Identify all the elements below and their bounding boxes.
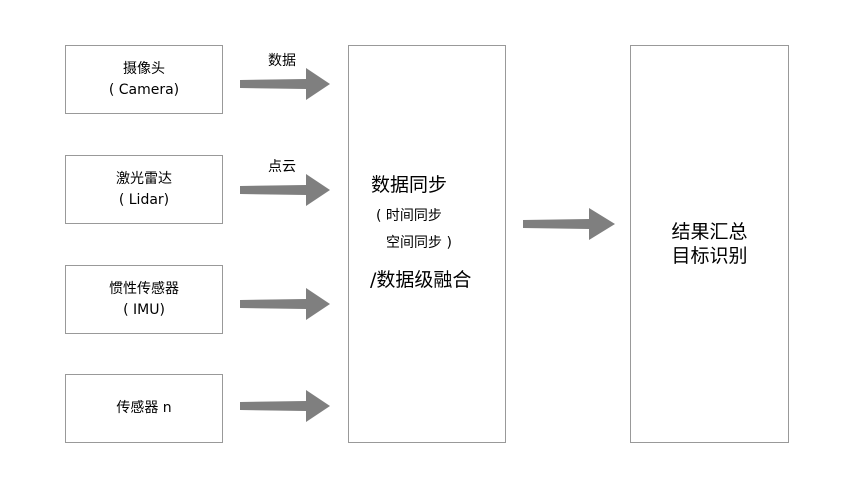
source-box-lidar: 激光雷达 ( Lidar)	[65, 155, 223, 224]
source-label: 惯性传感器	[109, 280, 179, 297]
arrow-imu-to-fusion	[240, 288, 330, 320]
result-line-recognition: 目标识别	[671, 245, 748, 267]
result-line-summary: 结果汇总	[671, 221, 748, 243]
arrow-lidar-to-fusion	[240, 174, 330, 206]
arrow-camera-to-fusion	[240, 68, 330, 100]
source-label: 摄像头	[123, 60, 165, 77]
source-sublabel: ( Camera)	[108, 81, 180, 98]
fusion-box	[348, 45, 506, 443]
source-label: 传感器 n	[116, 400, 172, 416]
arrow-fusion-to-result	[523, 208, 615, 240]
source-box-imu: 惯性传感器 ( IMU)	[65, 265, 223, 334]
source-sublabel: ( IMU)	[123, 301, 165, 318]
source-box-n: 传感器 n	[65, 374, 223, 443]
source-box-camera: 摄像头 ( Camera)	[65, 45, 223, 114]
edge-label-pointcloud: 点云	[268, 159, 296, 175]
source-sublabel: ( Lidar)	[118, 191, 170, 208]
fusion-sub-time: ( 时间同步	[376, 208, 442, 224]
fusion-title: 数据同步	[371, 174, 448, 196]
fusion-subtitle: /数据级融合	[370, 269, 472, 291]
fusion-sub-space: 空间同步 )	[386, 235, 452, 251]
edge-label-data: 数据	[268, 53, 296, 69]
result-box: 结果汇总 目标识别	[630, 45, 789, 443]
source-label: 激光雷达	[116, 170, 172, 187]
arrow-sensor-n-to-fusion	[240, 390, 330, 422]
